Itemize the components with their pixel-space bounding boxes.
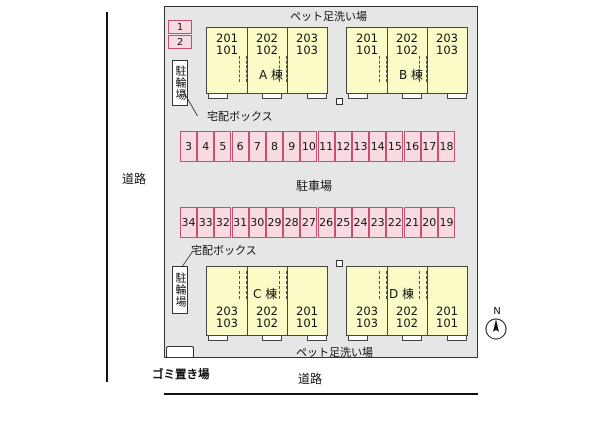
delivery-box-bottom-label: 宅配ボックス	[191, 244, 257, 257]
building-c-step	[307, 335, 327, 341]
garbage-area	[166, 346, 194, 358]
parking-slot-34: 34	[180, 207, 197, 238]
left-road-line	[106, 12, 108, 382]
building-a-unit-upper: 202	[256, 31, 278, 45]
building-d-name: D 棟	[389, 287, 415, 301]
building-c-unit-upper: 203	[216, 304, 238, 318]
building-b-step	[402, 93, 422, 99]
building-c-unit-upper: 201	[296, 304, 318, 318]
building-c-unit-lower: 103	[216, 316, 238, 330]
building-d-unit-upper: 201	[436, 304, 458, 318]
parking-slot-23: 23	[369, 207, 387, 238]
parking-slot-30: 30	[248, 207, 266, 238]
building-d-unit-lower: 103	[356, 316, 378, 330]
parking-slot-9: 9	[283, 131, 301, 162]
parking-slot-22: 22	[386, 207, 404, 238]
parking-slot-19: 19	[438, 207, 455, 238]
parking-slot-11: 11	[317, 131, 335, 162]
pet-footbath-top-marker	[336, 98, 343, 105]
building-a-name: A 棟	[259, 68, 284, 82]
building-d-step	[402, 335, 422, 341]
pet-footbath-top-label: ペット足洗い場	[290, 10, 367, 23]
parking-slot-14: 14	[369, 131, 387, 162]
building-a-step	[307, 93, 327, 99]
parking-slot-7: 7	[248, 131, 266, 162]
parking-slot-15: 15	[386, 131, 404, 162]
parking-slot-18: 18	[438, 131, 455, 162]
parking-slot-21: 21	[403, 207, 421, 238]
building-c-unit-lower: 101	[296, 316, 318, 330]
building-d-step	[348, 335, 368, 341]
parking-slot-5: 5	[214, 131, 232, 162]
building-d-unit-lower: 101	[436, 316, 458, 330]
building-a-step	[208, 93, 228, 99]
parking-slot-17: 17	[420, 131, 438, 162]
building-d-unit-lower: 102	[396, 316, 418, 330]
delivery-box-top-label: 宅配ボックス	[207, 110, 273, 123]
building-d-step	[447, 335, 467, 341]
building-a-unit-lower: 103	[296, 43, 318, 57]
building-a-unit-upper: 203	[296, 31, 318, 45]
building-b-unit-upper: 201	[356, 31, 378, 45]
parking-slot-16: 16	[403, 131, 421, 162]
parking-slot-26: 26	[317, 207, 335, 238]
building-b-unit-upper: 202	[396, 31, 418, 45]
building-d-unit-upper: 202	[396, 304, 418, 318]
building-a-unit-upper: 201	[216, 31, 238, 45]
building-b-name: B 棟	[399, 68, 424, 82]
building-b-unit-lower: 101	[356, 43, 378, 57]
pet-footbath-bottom-label: ペット足洗い場	[296, 346, 373, 359]
parking-slot-2: 2	[168, 35, 192, 49]
pet-footbath-bottom-marker	[336, 260, 343, 267]
building-a-unit-lower: 102	[256, 43, 278, 57]
parking-slot-29: 29	[266, 207, 283, 238]
bottom-road-label: 道路	[298, 372, 323, 386]
building-a-unit-lower: 101	[216, 43, 238, 57]
garbage-label: ゴミ置き場	[152, 367, 210, 381]
parking-slot-8: 8	[266, 131, 283, 162]
parking-slot-4: 4	[197, 131, 215, 162]
building-b-unit-upper: 203	[436, 31, 458, 45]
bike-parking-top: 駐輪場	[172, 60, 188, 106]
building-d-unit-upper: 203	[356, 304, 378, 318]
parking-slot-13: 13	[352, 131, 369, 162]
parking-slot-33: 33	[197, 207, 215, 238]
north-label: N	[493, 306, 501, 317]
building-b-unit-lower: 103	[436, 43, 458, 57]
parking-slot-3: 3	[180, 131, 197, 162]
bottom-road-line	[164, 393, 478, 395]
parking-slot-1: 1	[168, 20, 192, 34]
parking-slot-12: 12	[334, 131, 352, 162]
building-c-name: C 棟	[253, 287, 278, 301]
building-c-unit-lower: 102	[256, 316, 278, 330]
parking-slot-24: 24	[352, 207, 369, 238]
parking-slot-20: 20	[420, 207, 438, 238]
building-a-step	[262, 93, 282, 99]
compass-icon	[485, 318, 507, 340]
building-c-step	[262, 335, 282, 341]
building-b-unit-lower: 102	[396, 43, 418, 57]
parking-slot-31: 31	[231, 207, 249, 238]
parking-slot-28: 28	[283, 207, 301, 238]
left-road-label: 道路	[122, 172, 147, 186]
building-c-unit-upper: 202	[256, 304, 278, 318]
bike-parking-bottom: 駐輪場	[172, 266, 188, 314]
parking-slot-6: 6	[231, 131, 249, 162]
building-c-step	[208, 335, 228, 341]
parking-slot-10: 10	[300, 131, 318, 162]
parking-lot-label: 駐車場	[296, 179, 333, 193]
building-b-step	[447, 93, 467, 99]
parking-slot-32: 32	[214, 207, 232, 238]
parking-slot-27: 27	[300, 207, 318, 238]
building-b-step	[348, 93, 368, 99]
parking-slot-25: 25	[334, 207, 352, 238]
